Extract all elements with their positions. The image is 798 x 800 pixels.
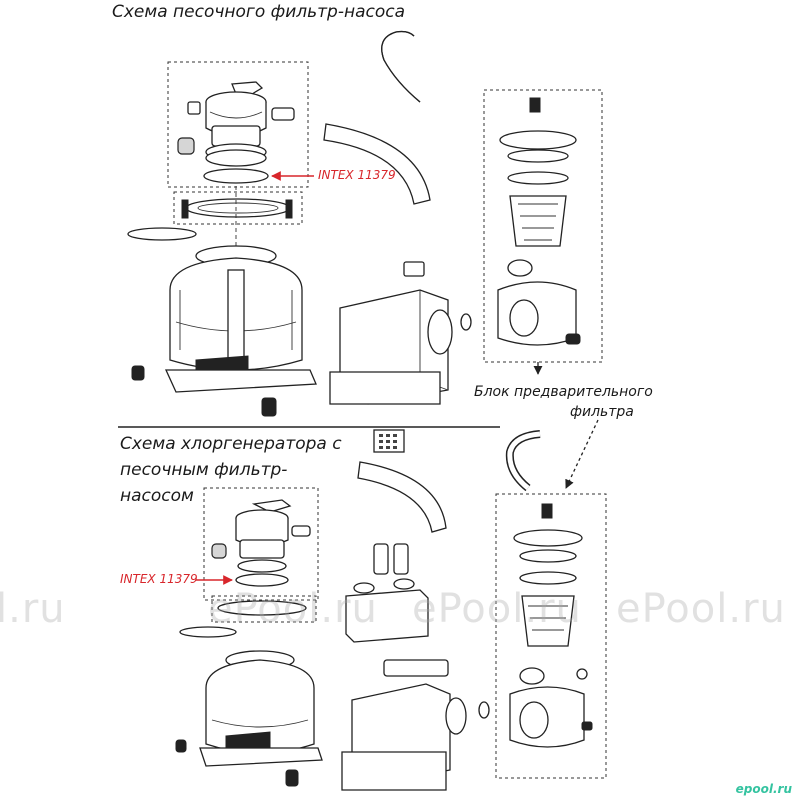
pump-motor-bottom <box>341 659 467 791</box>
o-ring-11379-2 <box>235 573 289 587</box>
elbow-pipe-top <box>323 123 431 205</box>
top-sand-filter-pump-diagram <box>127 30 603 417</box>
watermark-2: ePool.ru <box>208 586 378 632</box>
watermark-4: ePool.ru <box>616 586 786 632</box>
clamp <box>181 198 293 219</box>
clamp-group-box-2 <box>211 595 317 623</box>
prefilter-label-line1: Блок предварительного <box>474 384 653 400</box>
clamp-group-box <box>173 191 303 225</box>
sand-filter-tank <box>131 245 317 417</box>
multiport-valve-2 <box>211 499 311 573</box>
prefilter-parts-top <box>497 97 581 346</box>
prefilter-group-box-bottom <box>495 493 607 779</box>
o-ring-11379 <box>203 168 269 184</box>
pump-o-ring-top <box>460 313 472 331</box>
part-label-top: INTEX 11379 <box>318 168 396 182</box>
bottom-chlorinator-diagram <box>175 419 607 791</box>
section2-title-line2: песочным фильтр- <box>120 460 288 480</box>
watermark-1: l.ru <box>0 586 66 632</box>
prefilter-group-box-top <box>483 89 603 363</box>
elbow-pipe-bottom <box>357 461 447 533</box>
multiport-valve <box>177 81 295 167</box>
sand-filter-tank-2 <box>175 650 323 787</box>
section1-title: Схема песочного фильтр-насоса <box>112 2 405 22</box>
brand-logo: epool.ru <box>735 782 792 796</box>
watermark-3: ePool.ru <box>412 586 582 632</box>
prefilter-parts-bottom <box>509 503 593 748</box>
pump-motor-top <box>329 261 453 405</box>
section2-title-line1: Схема хлоргенератора с <box>120 434 342 454</box>
part-label-bottom: INTEX 11379 <box>120 572 198 586</box>
tank-gasket <box>127 227 197 241</box>
valve-group-box-2 <box>203 487 319 601</box>
prefilter-label-line2: фильтра <box>570 404 634 420</box>
chlorinator-cell <box>345 543 429 643</box>
section2-title-line3: насосом <box>120 486 194 506</box>
